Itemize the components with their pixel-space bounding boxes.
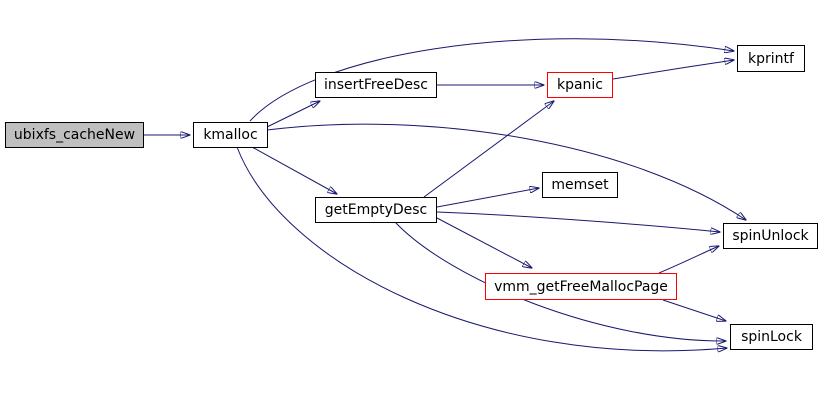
node-spinlock[interactable]: spinLock xyxy=(730,324,813,350)
node-ubixfs-cachenew: ubixfs_cacheNew xyxy=(5,122,144,148)
edge-getEmptyDesc-to-kpanic xyxy=(423,101,554,198)
node-insertfreedesc[interactable]: insertFreeDesc xyxy=(315,72,437,98)
edge-getEmptyDesc-to-spinUnlock xyxy=(436,211,720,232)
node-getemptydesc[interactable]: getEmptyDesc xyxy=(315,197,437,223)
edge-getEmptyDesc-to-vmm_getFreeMallocPage xyxy=(436,217,532,268)
edge-kmalloc-to-getEmptyDesc xyxy=(251,146,337,194)
node-vmm-getfreemallocpage[interactable]: vmm_getFreeMallocPage xyxy=(485,273,677,300)
node-memset[interactable]: memset xyxy=(542,172,618,198)
edge-kmalloc-to-spinUnlock xyxy=(266,123,746,220)
edge-kpanic-to-kprintf xyxy=(612,60,734,80)
edge-kmalloc-to-kprintf xyxy=(249,38,734,122)
edge-vmm_getFreeMallocPage-to-spinLock xyxy=(662,299,726,321)
node-kpanic[interactable]: kpanic xyxy=(547,72,613,98)
edge-kmalloc-to-insertFreeDesc xyxy=(266,101,320,128)
edge-getEmptyDesc-to-spinLock xyxy=(394,221,726,341)
edge-getEmptyDesc-to-memset xyxy=(436,188,539,208)
edge-vmm_getFreeMallocPage-to-spinUnlock xyxy=(658,246,719,274)
node-kprintf[interactable]: kprintf xyxy=(737,45,805,72)
edge-kmalloc-to-spinLock xyxy=(236,146,727,351)
node-kmalloc[interactable]: kmalloc xyxy=(193,122,268,148)
node-spinunlock[interactable]: spinUnlock xyxy=(723,223,818,249)
